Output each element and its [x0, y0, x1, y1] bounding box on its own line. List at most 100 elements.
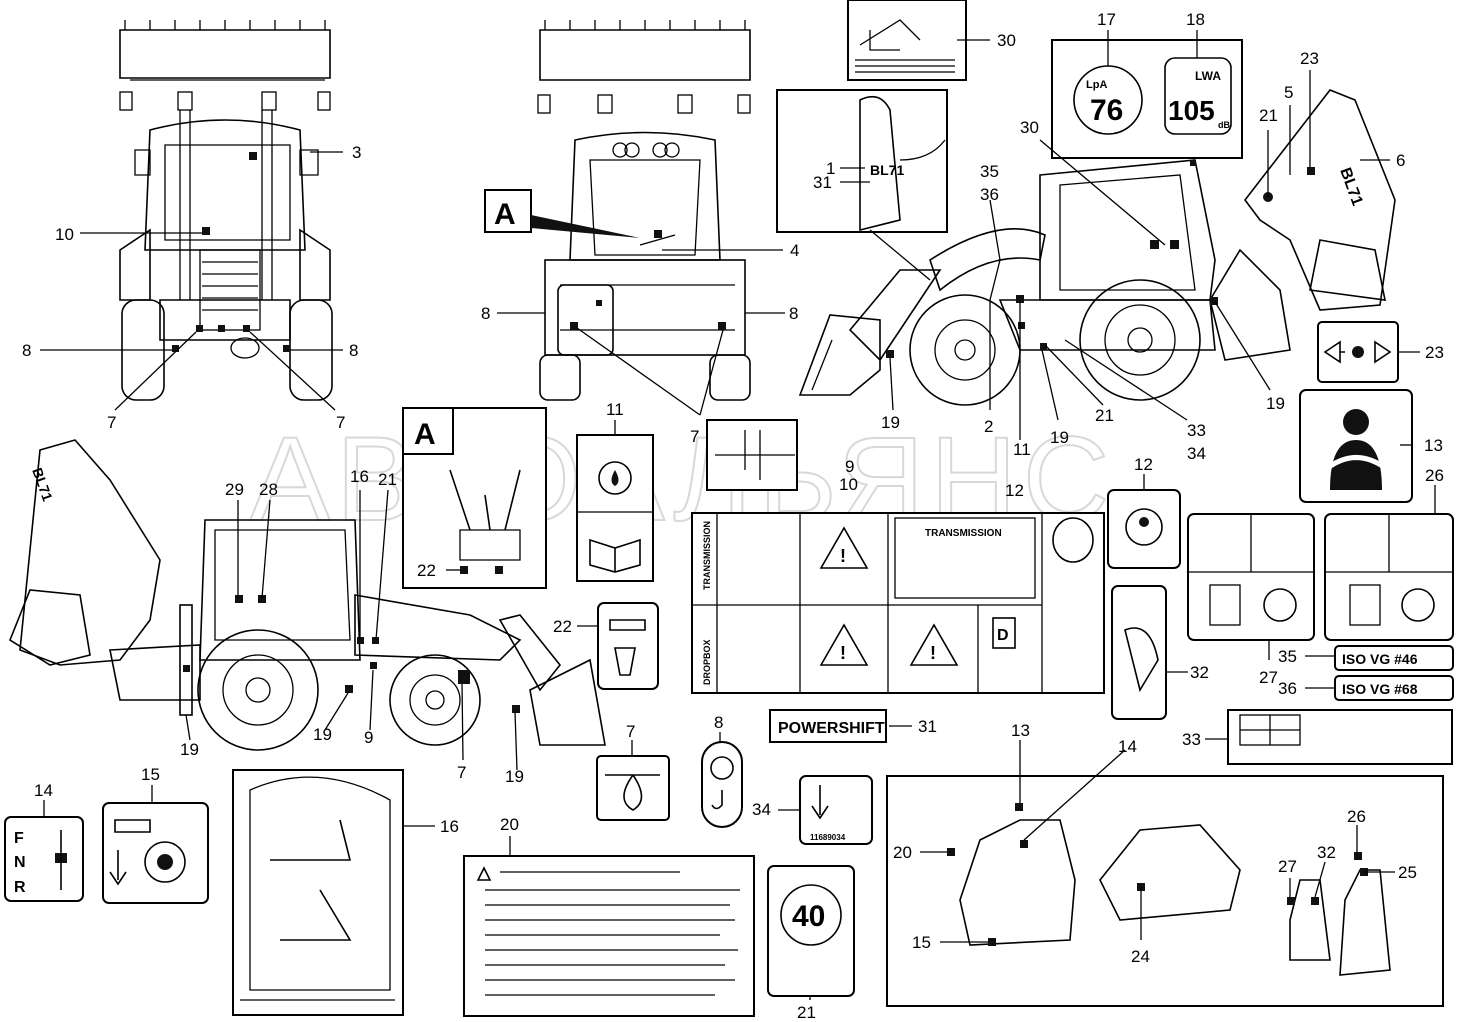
decal-32-pedal	[1111, 585, 1167, 720]
callout-14: 14	[34, 781, 53, 800]
callout-17: 17	[1097, 10, 1116, 29]
callout-21: 21	[378, 470, 397, 489]
callout-21: 21	[797, 1003, 816, 1022]
svg-text:ISO VG #46: ISO VG #46	[1342, 651, 1418, 667]
callout-7: 7	[457, 763, 466, 782]
callout-7: 7	[336, 413, 345, 432]
callout-28: 28	[259, 480, 278, 499]
callout-19: 19	[505, 767, 524, 786]
callout-7: 7	[690, 427, 699, 446]
svg-text:DROPBOX: DROPBOX	[702, 639, 712, 685]
callout-8: 8	[714, 713, 723, 732]
detail-box-7	[706, 419, 798, 491]
view-marker-a-detail: A	[402, 407, 547, 589]
callout-31: 31	[813, 173, 832, 192]
callout-33: 33	[1187, 421, 1206, 440]
callout-5: 5	[1284, 83, 1293, 102]
callout-13: 13	[1424, 436, 1443, 455]
callout-10: 10	[839, 475, 858, 494]
machine-front-view	[119, 20, 333, 401]
svg-text:TRANSMISSION: TRANSMISSION	[702, 521, 712, 590]
callout-12: 12	[1134, 455, 1153, 474]
callout-23: 23	[1300, 49, 1319, 68]
decal-31-powershift: POWERSHIFT	[769, 709, 887, 743]
decal-22-pedal-warning	[597, 602, 659, 690]
leader-lines	[40, 30, 1436, 1000]
callout-16: 16	[440, 817, 459, 836]
decal-21-speed-limit: 40	[767, 865, 855, 997]
callout-30: 30	[1020, 118, 1039, 137]
decal-36-oil-68: ISO VG #68	[1334, 675, 1454, 701]
machine-side-view-left: BL71	[9, 439, 606, 751]
callout-8: 8	[22, 341, 31, 360]
decal-16-lubrication-chart	[232, 769, 404, 1016]
callout-22: 22	[553, 617, 572, 636]
svg-text:LpA: LpA	[1086, 79, 1107, 91]
decal-23-arrow-point	[1317, 321, 1399, 383]
callout-10: 10	[55, 225, 74, 244]
callout-16: 16	[350, 467, 369, 486]
cab-interior-detail	[886, 775, 1444, 1007]
callout-8: 8	[349, 341, 358, 360]
svg-text:N: N	[14, 854, 26, 871]
callout-36: 36	[980, 185, 999, 204]
callout-35: 35	[980, 162, 999, 181]
callout-9: 9	[364, 728, 373, 747]
callout-2: 2	[984, 417, 993, 436]
callout-19: 19	[180, 740, 199, 759]
callout-33: 33	[1182, 730, 1201, 749]
svg-text:TRANSMISSION: TRANSMISSION	[925, 528, 1002, 539]
svg-text:F: F	[14, 830, 24, 847]
svg-text:!: !	[840, 546, 846, 566]
decal-33-fuse-chart	[1227, 709, 1453, 765]
lift-hook-icon	[701, 741, 743, 828]
callout-20: 20	[893, 843, 912, 862]
callout-15: 15	[912, 933, 931, 952]
svg-text:POWERSHIFT: POWERSHIFT	[778, 720, 885, 737]
callout-35: 35	[1278, 647, 1297, 666]
callout-27: 27	[1259, 668, 1278, 687]
svg-text:BL71: BL71	[1336, 166, 1365, 209]
svg-text:R: R	[14, 879, 26, 896]
callout-19: 19	[1050, 428, 1069, 447]
svg-text:BL71: BL71	[870, 162, 904, 178]
callout-27: 27	[1278, 857, 1297, 876]
svg-text:D: D	[997, 627, 1009, 644]
callout-21: 21	[1095, 406, 1114, 425]
callout-32: 32	[1190, 663, 1209, 682]
callout-36: 36	[1278, 679, 1297, 698]
callout-1: 1	[826, 159, 835, 178]
svg-text:11689034: 11689034	[810, 833, 846, 842]
callout-numbers: 3 10 8 8 7 7 8 8 4 7 30 1 31 35 36 30 17…	[22, 10, 1444, 1022]
decal-27-control-pattern	[1187, 513, 1315, 641]
svg-text:!: !	[840, 643, 846, 663]
callout-32: 32	[1317, 843, 1336, 862]
decal-35-oil-46: ISO VG #46	[1334, 645, 1454, 671]
callout-30: 30	[997, 31, 1016, 50]
svg-text:76: 76	[1090, 94, 1123, 127]
svg-text:A: A	[494, 198, 516, 231]
callout-24: 24	[1131, 947, 1150, 966]
decal-30-lift-chart	[847, 0, 967, 81]
detail-badge-box: BL71	[776, 89, 948, 281]
callout-8: 8	[481, 304, 490, 323]
svg-text:BL71: BL71	[29, 466, 56, 504]
callout-8: 8	[789, 304, 798, 323]
svg-text:LWA: LWA	[1195, 69, 1221, 83]
decal-14-gear-selector: F N R	[4, 816, 84, 902]
svg-text:!: !	[930, 643, 936, 663]
callout-15: 15	[141, 765, 160, 784]
callout-19: 19	[1266, 394, 1285, 413]
callout-21: 21	[1259, 106, 1278, 125]
callout-23: 23	[1425, 343, 1444, 362]
callout-9: 9	[845, 457, 854, 476]
callout-14: 14	[1118, 737, 1137, 756]
decal-7-lift-point	[596, 755, 670, 821]
callout-11: 11	[1013, 440, 1031, 459]
callout-19: 19	[881, 413, 900, 432]
svg-text:dB: dB	[1218, 120, 1230, 130]
callout-6: 6	[1396, 151, 1405, 170]
callout-3: 3	[352, 143, 361, 162]
callout-12: 12	[1005, 481, 1024, 500]
